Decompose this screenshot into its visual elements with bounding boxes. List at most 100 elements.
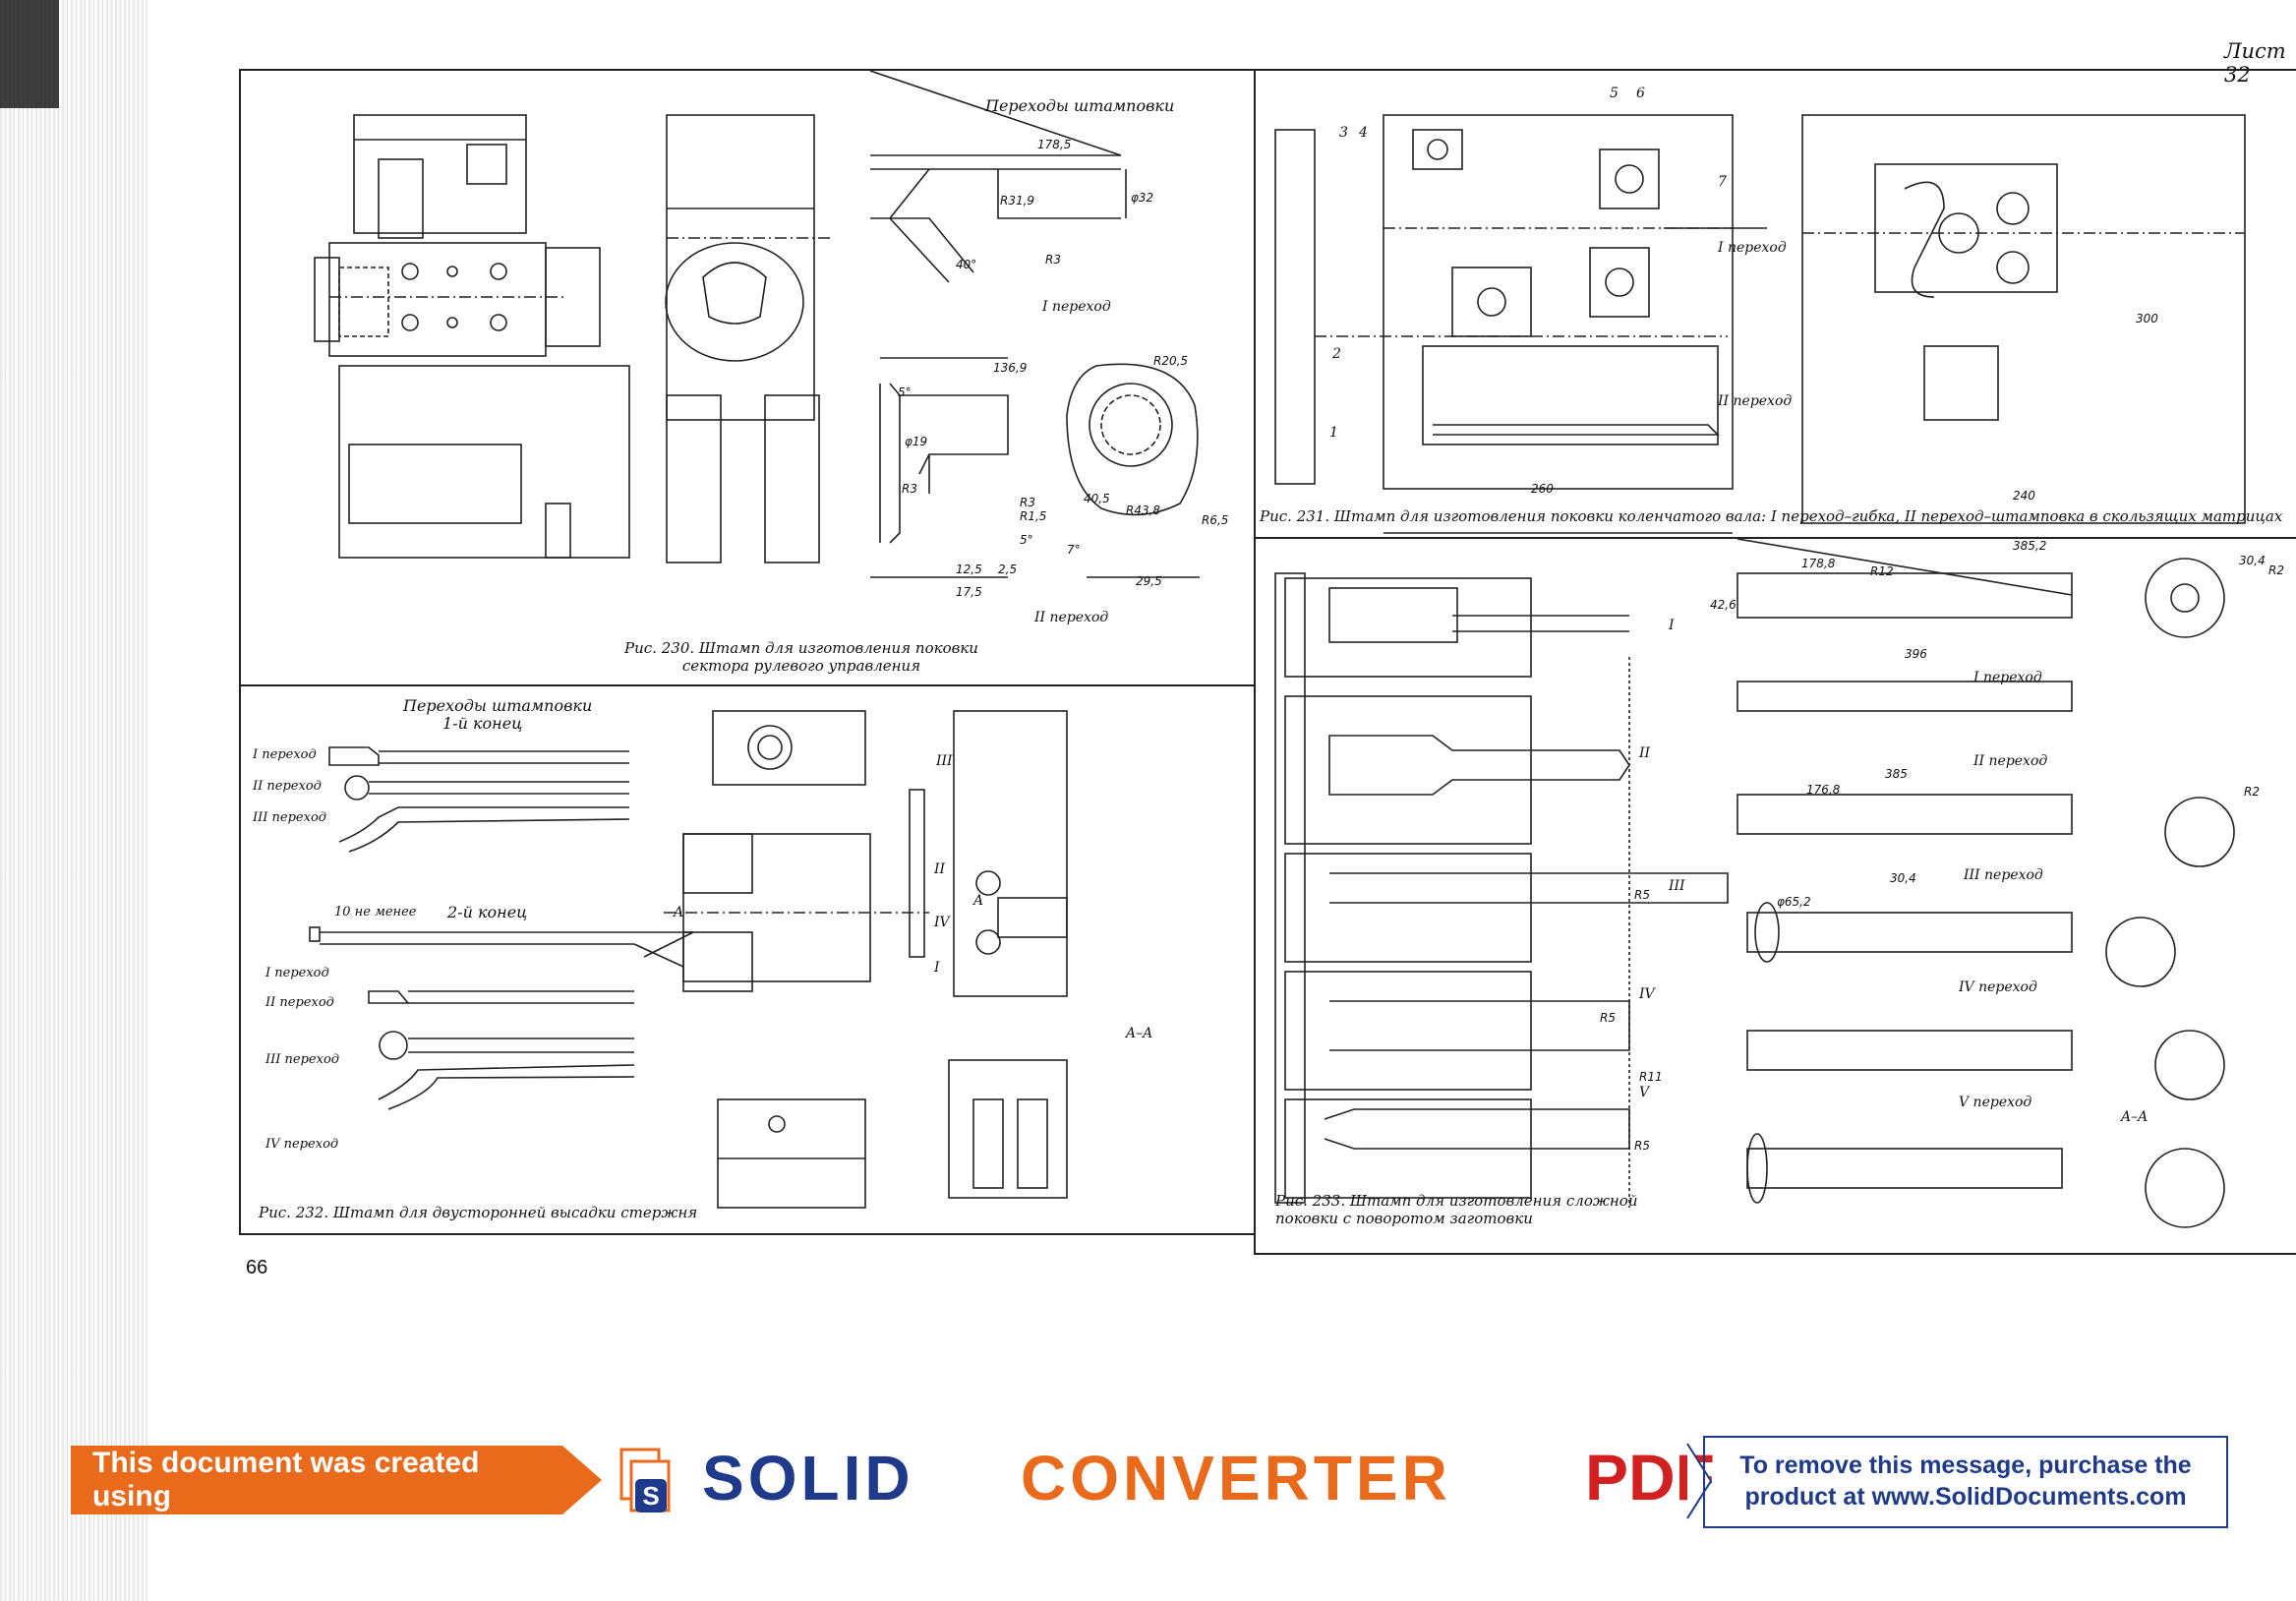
fig233-dim: R5 bbox=[1634, 888, 1650, 902]
fig233-dim: 178,8 bbox=[1801, 557, 1836, 570]
fig230-dim: φ19 bbox=[905, 435, 928, 448]
fig232-marker: II bbox=[934, 861, 946, 877]
fig233-dim: R2 bbox=[2244, 785, 2260, 799]
fig230-dim: 29,5 bbox=[1136, 574, 1162, 588]
fig233-roman: II bbox=[1639, 745, 1651, 761]
fig230-label-transition-2: II переход bbox=[1034, 610, 1109, 625]
fig230-dim: 5° bbox=[1020, 533, 1033, 547]
fig231-callout-6: 6 bbox=[1636, 86, 1645, 101]
page-number: 66 bbox=[246, 1257, 268, 1278]
fig230-dim: 17,5 bbox=[956, 585, 982, 599]
fig233-dim: 42,6 bbox=[1710, 598, 1737, 612]
fig230-dim: 12,5 bbox=[956, 563, 982, 576]
fig232-marker: A bbox=[973, 893, 984, 909]
fig233-label: I переход bbox=[1973, 670, 2042, 685]
fig232-end1-label: II переход bbox=[253, 779, 322, 794]
fig231-callout-5: 5 bbox=[1610, 86, 1619, 101]
solid-converter-logo-icon: S bbox=[619, 1448, 671, 1512]
banner-purchase-line1: To remove this message, purchase the bbox=[1739, 1452, 2192, 1479]
fig232-marker: III bbox=[936, 753, 953, 769]
fig232-section-label: A–A bbox=[1126, 1026, 1153, 1041]
chevron-right-icon bbox=[1686, 1443, 1713, 1519]
fig231-panel: 3 4 5 6 7 2 1 I переход II переход 260 2… bbox=[1254, 69, 2296, 539]
fig230-dim: R20,5 bbox=[1153, 354, 1189, 368]
fig233-dim: 385,2 bbox=[2013, 539, 2047, 553]
fig231-dim-240: 240 bbox=[2013, 489, 2035, 503]
banner-arrow-icon bbox=[562, 1446, 602, 1514]
fig231-caption: Рис. 231. Штамп для изготовления поковки… bbox=[1260, 507, 2283, 525]
fig230-panel: Переходы штамповки I переход II переход … bbox=[239, 69, 1256, 686]
fig232-note: 10 не менее bbox=[334, 905, 417, 919]
fig232-marker: IV bbox=[934, 915, 950, 930]
banner-brand-solid: SOLID bbox=[702, 1443, 914, 1513]
fig233-dim: R11 bbox=[1639, 1070, 1663, 1084]
fig233-panel: I II III IV V I переход II переход III п… bbox=[1254, 537, 2296, 1255]
fig231-label-transition-1: I переход bbox=[1718, 240, 1787, 256]
fig232-end1-label: I переход bbox=[253, 747, 317, 762]
fig232-panel: Переходы штамповки 1-й конец I переход I… bbox=[239, 684, 1256, 1235]
fig231-callout-1: 1 bbox=[1329, 425, 1338, 441]
scan-corner-shadow bbox=[0, 0, 59, 108]
fig233-dim: 385 bbox=[1885, 767, 1908, 781]
fig231-dim-300: 300 bbox=[2136, 312, 2158, 326]
fig233-dim: 30,4 bbox=[1890, 871, 1916, 885]
scan-edge-texture bbox=[0, 0, 147, 1601]
fig233-dim: 396 bbox=[1905, 647, 1927, 661]
fig232-end1-label: III переход bbox=[253, 810, 327, 825]
banner-created-using-text: This document was created using bbox=[71, 1446, 562, 1514]
fig232-title-1: Переходы штамповки bbox=[403, 696, 593, 715]
fig230-drawing bbox=[314, 71, 1200, 578]
fig231-dim-260: 260 bbox=[1531, 482, 1554, 496]
fig230-label-transition-1: I переход bbox=[1042, 299, 1111, 315]
fig233-drawing bbox=[1274, 539, 2235, 1228]
fig232-drawing bbox=[309, 710, 1068, 1209]
fig232-end2-label: IV переход bbox=[265, 1137, 339, 1152]
fig233-label: V переход bbox=[1959, 1095, 2032, 1110]
fig233-dim: R2 bbox=[2268, 563, 2284, 577]
fig230-dim: 178,5 bbox=[1037, 138, 1072, 151]
fig232-caption: Рис. 232. Штамп для двусторонней высадки… bbox=[259, 1204, 698, 1221]
fig230-dim: R31,9 bbox=[1000, 194, 1035, 208]
fig233-dim: R5 bbox=[1600, 1011, 1616, 1025]
fig231-callout-3: 3 bbox=[1339, 125, 1348, 141]
fig233-label: IV переход bbox=[1959, 979, 2037, 995]
fig232-end2-label: III переход bbox=[265, 1052, 340, 1067]
fig231-callout-4: 4 bbox=[1359, 125, 1368, 141]
fig230-dim: φ32 bbox=[1131, 191, 1154, 205]
fig231-callout-7: 7 bbox=[1718, 174, 1727, 190]
fig232-end2-label: II переход bbox=[265, 995, 334, 1010]
banner-purchase-line2[interactable]: product at www.SolidDocuments.com bbox=[1744, 1483, 2187, 1511]
fig231-label-transition-2: II переход bbox=[1718, 393, 1793, 409]
fig233-dim: R12 bbox=[1870, 564, 1894, 578]
fig230-dim: R6,5 bbox=[1202, 513, 1229, 527]
fig230-dim: R3 bbox=[1045, 253, 1061, 267]
fig233-label: II переход bbox=[1973, 753, 2048, 769]
fig231-callout-2: 2 bbox=[1332, 346, 1341, 362]
fig233-dim: R5 bbox=[1634, 1139, 1650, 1153]
fig230-title: Переходы штамповки bbox=[985, 96, 1175, 115]
fig233-dim: 176,8 bbox=[1806, 783, 1841, 797]
fig231-drawing bbox=[1274, 114, 2246, 534]
fig230-dim: R3 bbox=[1020, 496, 1035, 509]
banner-purchase-link[interactable]: To remove this message, purchase the pro… bbox=[1703, 1436, 2228, 1528]
fig233-caption: Рис. 233. Штамп для изготовления сложной… bbox=[1275, 1192, 1638, 1227]
svg-text:S: S bbox=[642, 1481, 659, 1511]
fig233-roman: I bbox=[1669, 618, 1675, 633]
solid-converter-banner: This document was created using S SOLID … bbox=[71, 1436, 2228, 1532]
fig233-label: III переход bbox=[1964, 867, 2043, 883]
banner-brand-converter: CONVERTER bbox=[1021, 1443, 1451, 1513]
fig233-dim: 30,4 bbox=[2239, 554, 2266, 567]
sheet-label: Лист 32 bbox=[2224, 39, 2286, 87]
fig230-dim: R3 bbox=[902, 482, 917, 496]
fig230-dim: 136,9 bbox=[993, 361, 1028, 375]
fig230-dim: 2,5 bbox=[998, 563, 1018, 576]
fig232-marker: I bbox=[934, 960, 940, 976]
fig230-dim: R43,8 bbox=[1126, 504, 1161, 517]
fig233-roman: IV bbox=[1639, 986, 1655, 1002]
fig233-roman: III bbox=[1669, 878, 1685, 894]
fig232-end2-label: I переход bbox=[265, 966, 329, 980]
fig230-dim: 7° bbox=[1067, 543, 1081, 557]
fig230-dim: R1,5 bbox=[1020, 509, 1047, 523]
fig233-roman: V bbox=[1639, 1085, 1650, 1100]
fig232-marker: A bbox=[674, 905, 684, 920]
